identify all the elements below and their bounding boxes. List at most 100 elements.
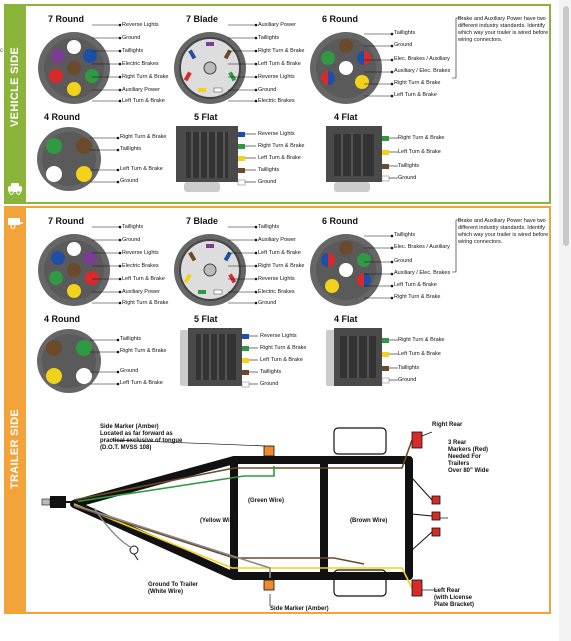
trailer-7-blade-connector (174, 234, 246, 306)
trailer-side-panel: TRAILER SIDE 7 Round 7 Blade 6 Round 4 R… (4, 206, 551, 614)
vehicle-side-label: VEHICLE SIDE (9, 47, 21, 128)
vehicle-7-blade-label-2: Taillights (258, 35, 280, 41)
vehicle-6-round-connector (310, 32, 382, 104)
trailer-side-label: TRAILER SIDE (9, 409, 21, 489)
trailer-4-round-label-1: Taillights (120, 336, 142, 342)
trailer-6-round-note-bracket (452, 219, 462, 273)
trailer-5-flat-title: 5 Flat (194, 314, 218, 324)
vehicle-4-flat-label-4: Ground (398, 175, 417, 181)
trailer-7-blade-label-3: Left Turn & Brake (258, 250, 301, 256)
trailer-4-flat-label-3: Taillights (398, 365, 420, 371)
trailer-4-flat-label-4: Ground (398, 377, 417, 383)
vehicle-4-round-connector (37, 127, 101, 191)
trailer-7-round-label-4: Electric Brakes (122, 263, 159, 269)
trailer-5-flat-label-4: Taillights (260, 369, 282, 375)
trailer-5-flat-label-5: Ground (260, 381, 279, 387)
trailer-4-flat-connector (326, 328, 398, 386)
trailer-7-blade-label-1: Taillights (258, 224, 280, 230)
vehicle-6-round-label-2: Ground (394, 42, 413, 48)
vehicle-7-blade-leaders (228, 23, 258, 103)
vehicle-7-round-leaders (92, 23, 122, 103)
trailer-5-flat-label-2: Right Turn & Brake (260, 345, 307, 351)
trailer-7-round-label-1: Taillights (122, 224, 144, 230)
trailer-5-flat-connector (180, 328, 258, 388)
vehicle-5-flat-label-3: Left Turn & Brake (258, 155, 301, 161)
trailer-icon (8, 218, 23, 229)
pin-purple (51, 49, 65, 63)
vehicle-4-flat-label-3: Taillights (398, 163, 420, 169)
trailer-7-blade-leaders (228, 225, 258, 305)
vertical-scrollbar[interactable] (559, 0, 571, 641)
vehicle-7-blade-label-3: Right Turn & Brake (258, 48, 305, 54)
pin-brown (67, 61, 81, 75)
trailer-side-strip (4, 208, 26, 612)
trailer-4-round-label-2: Right Turn & Brake (120, 348, 167, 354)
vehicle-5-flat-label-4: Taillights (258, 167, 280, 173)
trailer-7-blade-title: 7 Blade (186, 216, 219, 226)
trailer-7-round-label-7: Right Turn & Brake (122, 300, 169, 306)
green-wire-label: (Green Wire) (248, 498, 284, 504)
trailer-6-round-label-4: Auxiliary / Elec. Brakes (394, 270, 451, 276)
vehicle-7-blade-label-1: Auxiliary Power (258, 22, 296, 28)
vehicle-6-round-title: 6 Round (322, 14, 358, 24)
vehicle-7-blade-label-5: Reverse Lights (258, 74, 295, 80)
vehicle-7-round-label-1: Reverse Lights (122, 22, 159, 28)
vehicle-7-round-label-3: Taillights (122, 48, 144, 54)
vehicle-4-round-title: 4 Round (44, 112, 80, 122)
trailer-6-round-label-6: Right Turn & Brake (394, 294, 441, 300)
trailer-5-flat-label-3: Left Turn & Brake (260, 357, 303, 363)
vehicle-7-round-label-5: Right Turn & Brake (122, 74, 169, 80)
pin-red (49, 69, 63, 83)
trailer-4-round-label-4: Left Turn & Brake (120, 380, 163, 386)
vehicle-4-round-label-2: Taillights (120, 146, 142, 152)
rear-markers-label: 3 Rear Markers (Red) Needed For Trailers… (448, 440, 489, 474)
trailer-7-blade-label-7: Ground (258, 300, 277, 306)
side-edge-text: c (0, 48, 3, 54)
vehicle-6-round-label-3: Elec. Brakes / Auxiliary (394, 56, 450, 62)
vehicle-5-flat-label-2: Right Turn & Brake (258, 143, 305, 149)
trailer-7-round-leaders (92, 225, 122, 305)
pin-blue (83, 49, 97, 63)
scrollbar-thumb[interactable] (563, 6, 569, 246)
trailer-7-round-label-3: Reverse Lights (122, 250, 159, 256)
trailer-6-round-label-1: Taillights (394, 232, 416, 238)
trailer-4-round-title: 4 Round (44, 314, 80, 324)
trailer-7-round-title: 7 Round (48, 216, 84, 226)
vehicle-5-flat-label-5: Ground (258, 179, 277, 185)
ground-label: Ground To Trailer (White Wire) (148, 582, 198, 595)
vehicle-6-round-label-5: Right Turn & Brake (394, 80, 441, 86)
trailer-wiring-diagram (41, 427, 448, 606)
trailer-4-flat-label-1: Right Turn & Brake (398, 337, 445, 343)
pin-yellow (67, 82, 81, 96)
left-rear-label: Left Rear (with License Plate Bracket) (434, 588, 475, 608)
vehicle-5-flat-label-1: Reverse Lights (258, 131, 295, 137)
vehicle-6-round-leaders (364, 32, 394, 98)
vehicle-4-flat-label-2: Left Turn & Brake (398, 149, 441, 155)
trailer-7-blade-label-6: Electric Brakes (258, 289, 295, 295)
vehicle-7-round-title: 7 Round (48, 14, 84, 24)
pin-white (67, 40, 81, 54)
vehicle-5-flat-connector (176, 126, 256, 192)
trailer-7-round-label-2: Ground (122, 237, 141, 243)
trailer-4-round-label-3: Ground (120, 368, 139, 374)
vehicle-6-round-note: Brake and Auxiliary Power have two diffe… (458, 16, 549, 43)
vehicle-5-flat-title: 5 Flat (194, 112, 218, 122)
car-icon (8, 183, 22, 195)
trailer-4-flat-label-2: Left Turn & Brake (398, 351, 441, 357)
trailer-4-flat-title: 4 Flat (334, 314, 358, 324)
trailer-4-round-leaders (90, 338, 120, 386)
vehicle-4-flat-label-1: Right Turn & Brake (398, 135, 445, 141)
vehicle-7-round-label-6: Auxiliary Power (122, 87, 160, 93)
yellow-wire-label: (Yellow Wire) (200, 518, 238, 524)
vehicle-7-round-label-7: Left Turn & Brake (122, 98, 165, 104)
trailer-6-round-leaders (364, 234, 394, 300)
vehicle-7-blade-title: 7 Blade (186, 14, 219, 24)
vehicle-7-blade-label-6: Ground (258, 87, 277, 93)
vehicle-4-flat-connector (326, 126, 398, 192)
trailer-7-blade-label-2: Auxiliary Power (258, 237, 296, 243)
trailer-6-round-note: Brake and Auxiliary Power have two diffe… (458, 218, 549, 245)
trailer-6-round-label-3: Ground (394, 258, 413, 264)
vehicle-6-round-label-4: Auxiliary / Elec. Brakes (394, 68, 451, 74)
vehicle-4-round-label-4: Ground (120, 178, 139, 184)
vehicle-4-round-label-3: Left Turn & Brake (120, 166, 163, 172)
